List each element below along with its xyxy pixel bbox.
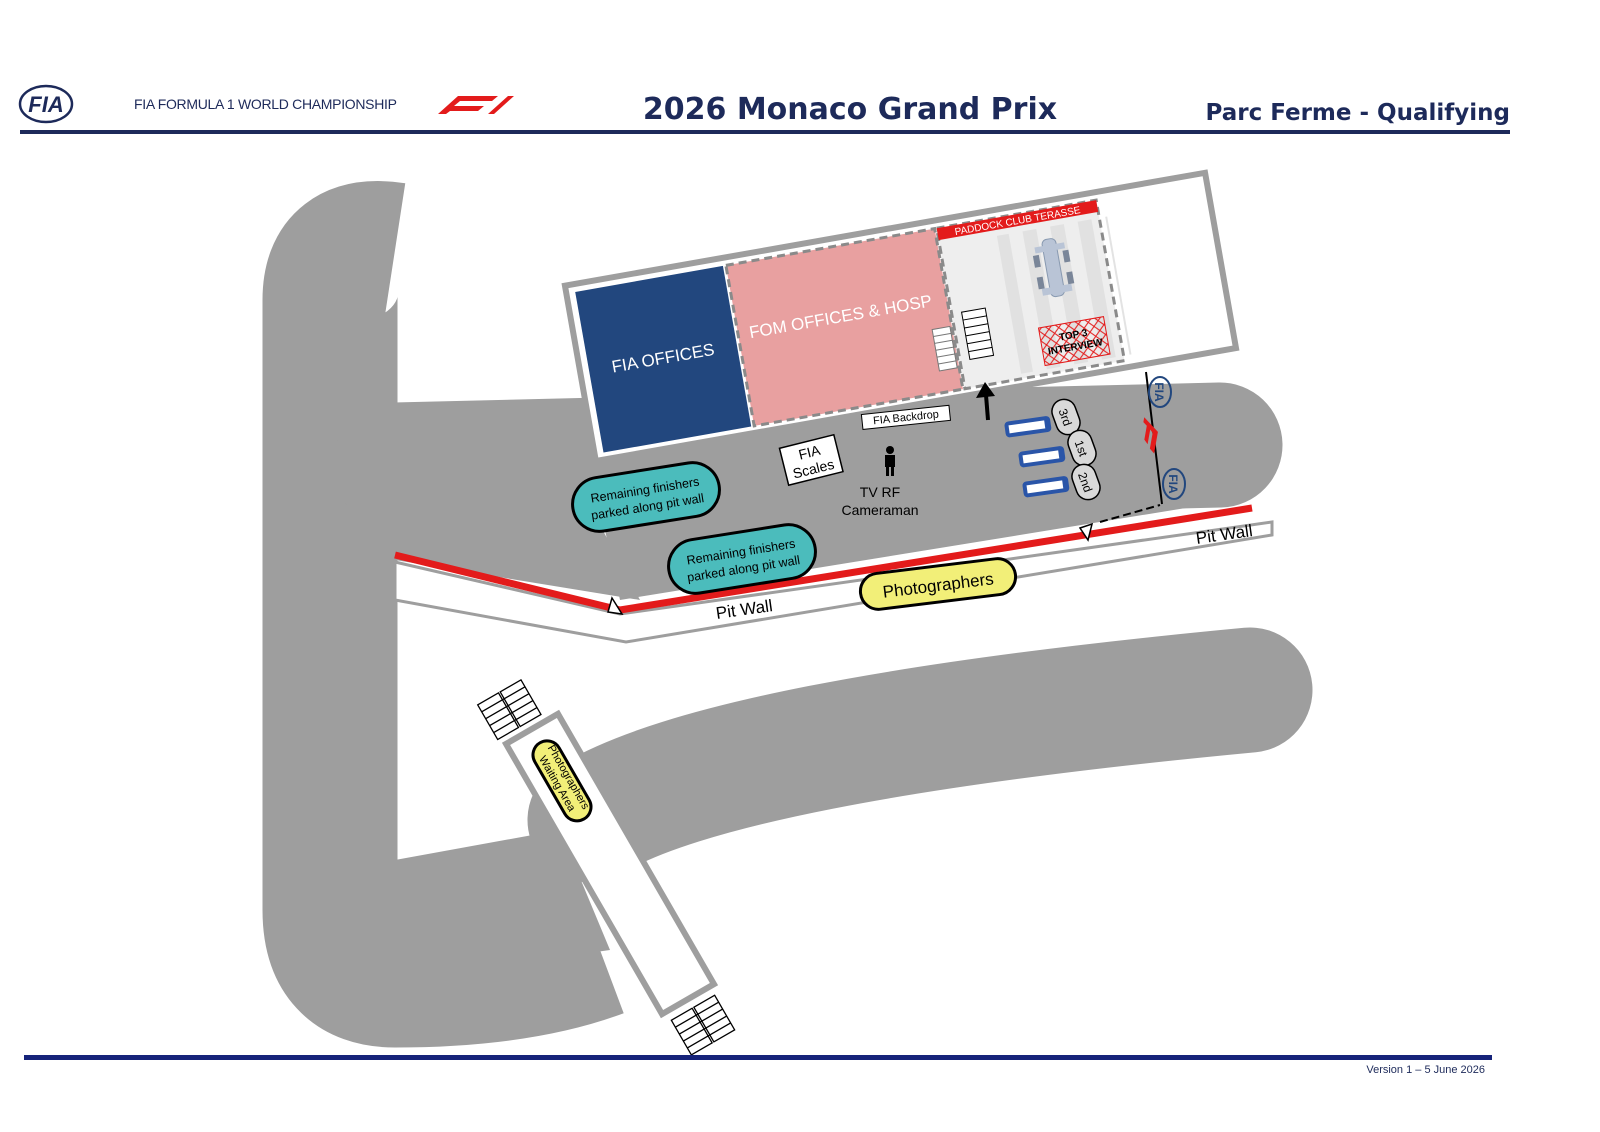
car-icon [1018, 446, 1066, 468]
header-divider [20, 130, 1510, 134]
boundary-line-dashed [1099, 504, 1161, 523]
steps-icon [960, 307, 995, 361]
svg-text:1st: 1st [1072, 438, 1091, 458]
svg-text:FIA: FIA [1166, 474, 1180, 494]
fia-logo-text: FIA [28, 92, 63, 117]
championship-name: FIA FORMULA 1 WORLD CHAMPIONSHIP [134, 96, 397, 112]
position-marker-2: 2nd [1071, 463, 1101, 501]
photographers-zone: Photographers [858, 557, 1018, 611]
photographers-waiting-area: Photographers Waiting Area [476, 678, 736, 1056]
page-title: 2026 Monaco Grand Prix [642, 92, 1058, 127]
fia-backdrop: FIA Backdrop [860, 404, 952, 431]
remaining-finishers-zone: Remaining finishers parked along pit wal… [571, 461, 721, 533]
fia-badge: FIA [1162, 468, 1186, 500]
svg-text:FIA: FIA [1152, 382, 1166, 402]
car-icon [1022, 476, 1070, 498]
tv-cameraman-line2: Cameraman [841, 502, 918, 518]
fia-scales-line1: FIA [797, 442, 823, 463]
photographers-waiting-badge [531, 739, 593, 823]
steps-icon [476, 678, 542, 741]
car-icon [1004, 416, 1052, 438]
fia-badge: FIA [1148, 376, 1172, 408]
pit-wall-label: Pit Wall [1195, 521, 1254, 548]
steps-icon [670, 994, 736, 1056]
f1-logo [436, 92, 516, 116]
f1-logo-icon [1143, 417, 1158, 454]
direction-arrow [976, 382, 995, 421]
steps-icon [931, 325, 958, 372]
top3-label-line1: TOP 3 [1058, 328, 1088, 344]
page-subtitle: Parc Ferme - Qualifying [1205, 100, 1510, 126]
top3-interview-zone [1037, 316, 1111, 367]
version-label: Version 1 – 5 June 2026 [1366, 1064, 1485, 1076]
tv-cameraman-line1: TV RF [860, 484, 900, 500]
remaining-finishers-zone: Remaining finishers parked along pit wal… [667, 523, 817, 595]
fia-offices [575, 265, 752, 453]
top3-cars: 3rd 1st 2nd [1004, 398, 1101, 501]
marker-cone [1078, 522, 1094, 542]
fom-offices [724, 226, 965, 428]
person-icon [885, 446, 895, 476]
svg-text:3rd: 3rd [1056, 407, 1075, 428]
fia-scales: FIA Scales [778, 433, 844, 487]
footer-divider [24, 1055, 1492, 1060]
paddock-building: PADDOCK CLUB TERASSE TOP 3 INTERVIEW FIA… [561, 169, 1240, 465]
svg-text:2nd: 2nd [1075, 471, 1095, 495]
marker-cone [607, 596, 624, 615]
f1-car-icon [1032, 238, 1075, 298]
paddock-club-banner [936, 200, 1099, 241]
fia-logo: FIA [18, 84, 74, 124]
